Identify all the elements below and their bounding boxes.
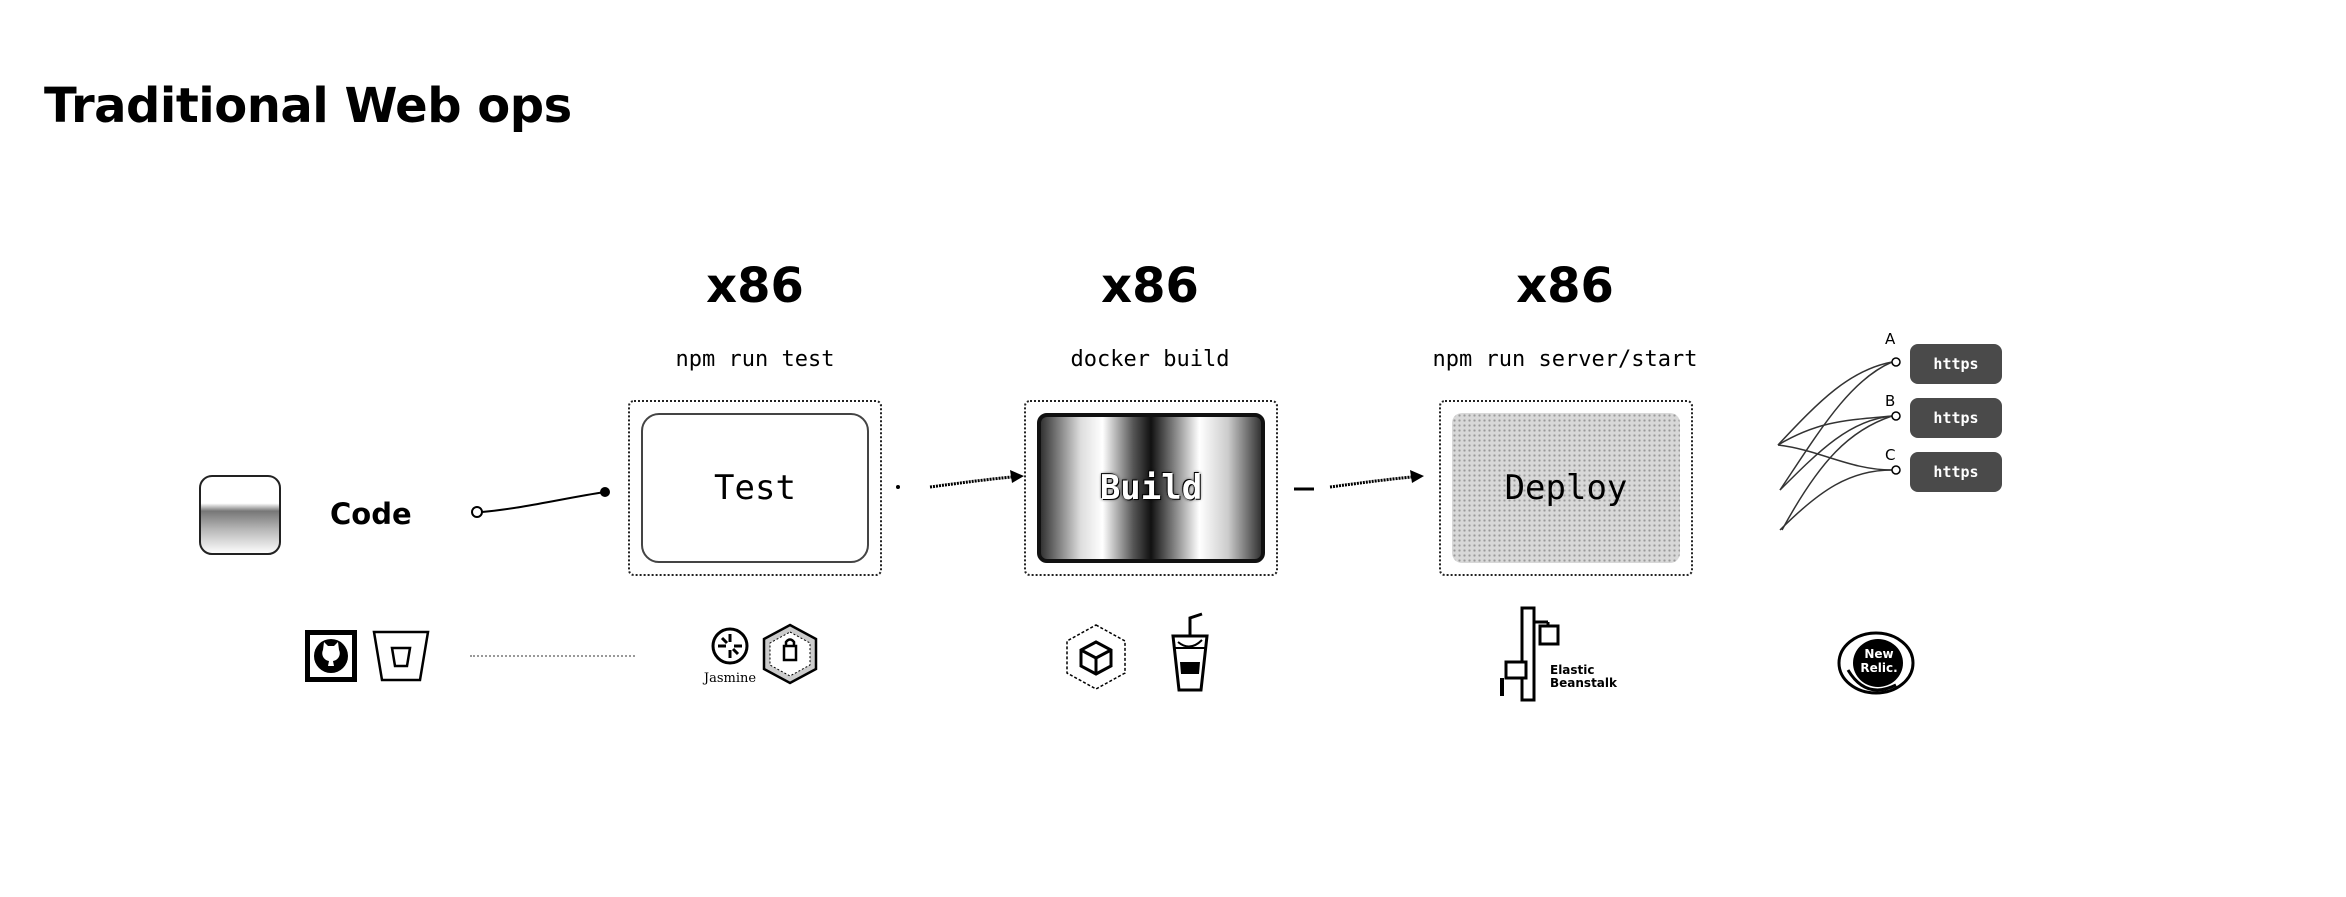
page-title: Traditional Web ops xyxy=(44,78,572,134)
new-relic-icon: New Relic. xyxy=(1836,630,1916,696)
build-command: docker build xyxy=(1070,347,1230,372)
gulp-icon xyxy=(1168,612,1212,701)
route-letter-c: C xyxy=(1885,446,1896,464)
test-box: Test xyxy=(641,413,869,563)
https-endpoint-c: https xyxy=(1910,452,2002,492)
route-letter-b: B xyxy=(1885,392,1896,410)
deploy-arch: x86 xyxy=(1516,258,1614,314)
https-endpoint-a: https xyxy=(1910,344,2002,384)
build-frame xyxy=(1024,400,1278,576)
https-endpoint-b: https xyxy=(1910,398,2002,438)
test-frame xyxy=(628,400,882,576)
build-box: Build xyxy=(1037,413,1265,563)
github-icon xyxy=(303,628,359,689)
elastic-beanstalk-label: Elastic Beanstalk xyxy=(1550,664,1617,690)
jasmine-icon: Jasmine xyxy=(700,624,760,686)
code-storage-icon xyxy=(198,474,282,556)
eb-line1: Elastic xyxy=(1550,663,1595,677)
bitbucket-icon xyxy=(370,628,432,689)
route-letter-a: A xyxy=(1885,330,1896,348)
nr-line1: New xyxy=(1864,647,1894,661)
build-arch: x86 xyxy=(1101,258,1199,314)
deploy-box: Deploy xyxy=(1452,413,1680,563)
deploy-frame xyxy=(1439,400,1693,576)
code-connector xyxy=(471,487,610,518)
test-to-build-arrow xyxy=(896,470,1024,489)
new-relic-label: New Relic. xyxy=(1854,647,1904,675)
nr-line2: Relic. xyxy=(1860,661,1898,675)
jasmine-label: Jasmine xyxy=(703,671,757,686)
test-command: npm run test xyxy=(675,347,835,372)
test-arch: x86 xyxy=(706,258,804,314)
codebuild-icon xyxy=(1063,622,1129,697)
eb-line2: Beanstalk xyxy=(1550,676,1617,690)
elastic-beanstalk-icon: Elastic Beanstalk xyxy=(1500,604,1640,704)
code-dotted-divider xyxy=(470,655,635,657)
npm-icon xyxy=(760,622,820,691)
build-to-deploy-arrow xyxy=(1294,470,1424,491)
code-label: Code xyxy=(330,497,412,531)
deploy-command: npm run server/start xyxy=(1432,347,1698,372)
routing-lines xyxy=(1777,357,1901,531)
